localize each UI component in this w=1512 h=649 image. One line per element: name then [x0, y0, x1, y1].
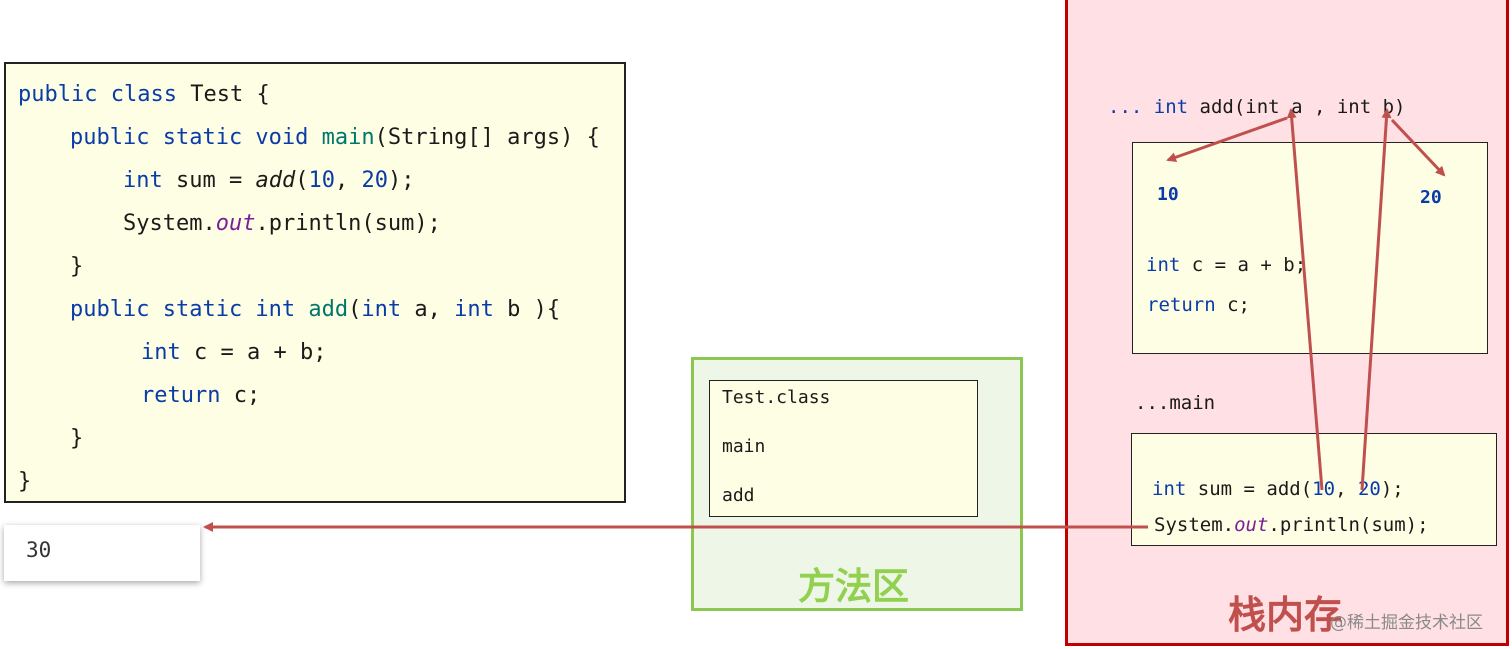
code-line-6: public static int add(int a, int b ){: [70, 295, 560, 325]
arrow-20-to-b: [1360, 108, 1392, 491]
dots: ...: [1108, 96, 1143, 118]
code-line-8: return c;: [141, 381, 260, 411]
code-text: (String[] args) {: [374, 125, 600, 150]
method-area-item: Test.class: [722, 387, 831, 408]
code-field: out: [215, 211, 256, 236]
code-text: add(int: [1188, 96, 1292, 118]
output-value: 30: [26, 538, 52, 562]
code-field: out: [1234, 514, 1269, 536]
code-text: c;: [220, 383, 261, 408]
code-keyword: int: [1146, 254, 1181, 276]
param-b-value: 20: [1420, 187, 1442, 208]
code-function: add: [308, 297, 349, 322]
param-a: a: [1291, 96, 1303, 118]
method-area-label: 方法区: [798, 565, 909, 608]
code-text: (: [295, 168, 309, 193]
code-text: ,: [1335, 478, 1358, 500]
code-text: .println(sum);: [255, 211, 441, 236]
code-number: 10: [1312, 478, 1336, 500]
arrow-a-to-10: [1166, 116, 1288, 163]
code-text: );: [1380, 478, 1404, 500]
code-keyword: class: [110, 82, 177, 107]
add-stack-frame: [1132, 142, 1488, 354]
code-text: ,: [1302, 96, 1337, 118]
code-text: c;: [1215, 294, 1250, 316]
method-area-item: main: [722, 436, 766, 457]
code-keyword: public static void: [70, 125, 309, 150]
code-keyword: int: [141, 340, 181, 365]
code-text: ,: [334, 168, 362, 193]
code-keyword: int: [1152, 478, 1187, 500]
code-text: int: [1336, 96, 1372, 118]
stack-memory-label: 栈内存: [1228, 593, 1343, 637]
code-keyword: int: [123, 168, 163, 193]
add-frame-line-2: return c;: [1147, 294, 1250, 316]
main-stack-frame: [1131, 433, 1497, 546]
code-call: add: [255, 168, 296, 193]
code-number: 10: [308, 168, 335, 193]
code-line-3: int sum = add(10, 20);: [123, 166, 414, 196]
code-keyword: public static int: [70, 297, 296, 322]
code-panel: public class Test { public static void m…: [4, 62, 626, 503]
code-line-4: System.out.println(sum);: [123, 209, 441, 239]
code-text: sum =: [162, 168, 256, 193]
code-text: );: [387, 168, 415, 193]
code-keyword: int: [454, 297, 494, 322]
code-line-5: }: [70, 254, 84, 279]
code-line-10: }: [18, 469, 32, 494]
code-text: a,: [401, 297, 455, 322]
code-text: (: [348, 297, 362, 322]
param-a-value: 10: [1157, 184, 1179, 205]
code-line-2: public static void main(String[] args) {: [70, 123, 600, 153]
main-frame-line-1: int sum = add(10, 20);: [1152, 478, 1404, 500]
add-signature: ... int add(int a , int b): [1108, 96, 1406, 118]
code-function: main: [321, 125, 375, 150]
code-line-1: public class Test {: [18, 80, 270, 110]
console-output: 30: [4, 525, 200, 581]
code-line-9: }: [70, 426, 84, 451]
code-keyword: public: [18, 82, 98, 107]
code-text: .println(sum);: [1268, 514, 1429, 536]
code-text: c = a + b;: [1180, 254, 1307, 276]
arrow-10-to-a: [1286, 108, 1324, 491]
code-keyword: return: [1147, 294, 1216, 316]
code-keyword: return: [141, 383, 221, 408]
code-keyword: int: [361, 297, 402, 322]
code-text: sum = add(: [1186, 478, 1313, 500]
method-area-item: add: [722, 485, 755, 506]
arrow-b-to-20: [1390, 118, 1446, 177]
code-line-7: int c = a + b;: [141, 338, 326, 368]
class-info-box: Test.class main add: [709, 380, 978, 517]
code-text: Test {: [176, 82, 270, 107]
code-text: System.: [1154, 514, 1235, 536]
add-frame-line-1: int c = a + b;: [1146, 254, 1306, 276]
code-number: 20: [361, 168, 388, 193]
code-text: System.: [123, 211, 216, 236]
code-keyword: int: [1153, 96, 1189, 118]
main-frame-line-2: System.out.println(sum);: [1154, 514, 1429, 536]
code-text: b ){: [493, 297, 561, 322]
main-frame-label: ...main: [1135, 392, 1216, 414]
watermark: @稀土掘金技术社区: [1330, 613, 1483, 633]
code-text: c = a + b;: [180, 340, 327, 365]
